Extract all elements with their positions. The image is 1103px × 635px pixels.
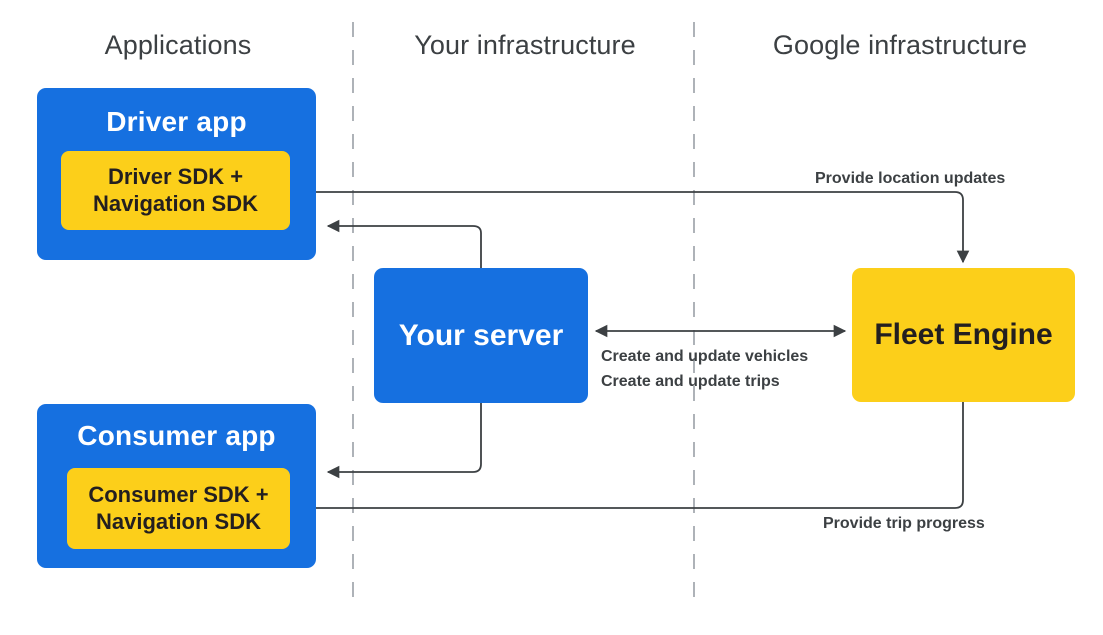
driver-sdk-box[interactable]: Driver SDK + Navigation SDK [61, 151, 290, 230]
lane-header-applications: Applications [104, 30, 252, 60]
edge-label-provide-location-updates: Provide location updates [815, 170, 1006, 187]
edge-fleet-engine-to-consumer-sdk [300, 402, 964, 515]
driver-sdk-label-line2: Navigation SDK [92, 190, 259, 216]
consumer-sdk-label-line1: Consumer SDK + [88, 481, 269, 507]
driver-sdk-label-line1: Driver SDK + [107, 163, 244, 189]
node-consumer-app[interactable]: Consumer app Consumer SDK + Navigation S… [37, 404, 316, 568]
edge-label-provide-trip-progress: Provide trip progress [823, 515, 985, 532]
lane-header-your-infrastructure: Your infrastructure [414, 30, 636, 60]
edge-label-your-server-fleet-engine: Create and update vehicles Create and up… [601, 345, 808, 395]
driver-sdk-label: Driver SDK + Navigation SDK [93, 164, 258, 218]
edge-label-create-update-vehicles: Create and update vehicles [601, 348, 809, 365]
node-fleet-engine[interactable]: Fleet Engine [852, 268, 1075, 402]
your-server-title: Your server [398, 318, 564, 352]
edge-driver-sdk-to-fleet-engine [290, 191, 970, 264]
consumer-sdk-label: Consumer SDK + Navigation SDK [88, 482, 268, 536]
node-driver-app[interactable]: Driver app Driver SDK + Navigation SDK [37, 88, 316, 260]
node-your-server[interactable]: Your server [374, 268, 588, 403]
edge-label-create-update-trips: Create and update trips [601, 372, 780, 390]
consumer-sdk-box[interactable]: Consumer SDK + Navigation SDK [67, 468, 290, 549]
consumer-app-title: Consumer app [77, 420, 276, 451]
edge-your-server-to-driver-app [326, 219, 482, 268]
fleet-engine-title: Fleet Engine [874, 318, 1053, 351]
consumer-sdk-label-line2: Navigation SDK [95, 508, 261, 534]
lane-header-google-infrastructure: Google infrastructure [772, 30, 1028, 60]
edge-your-server-to-consumer-app [326, 403, 482, 479]
driver-app-title: Driver app [106, 106, 247, 137]
